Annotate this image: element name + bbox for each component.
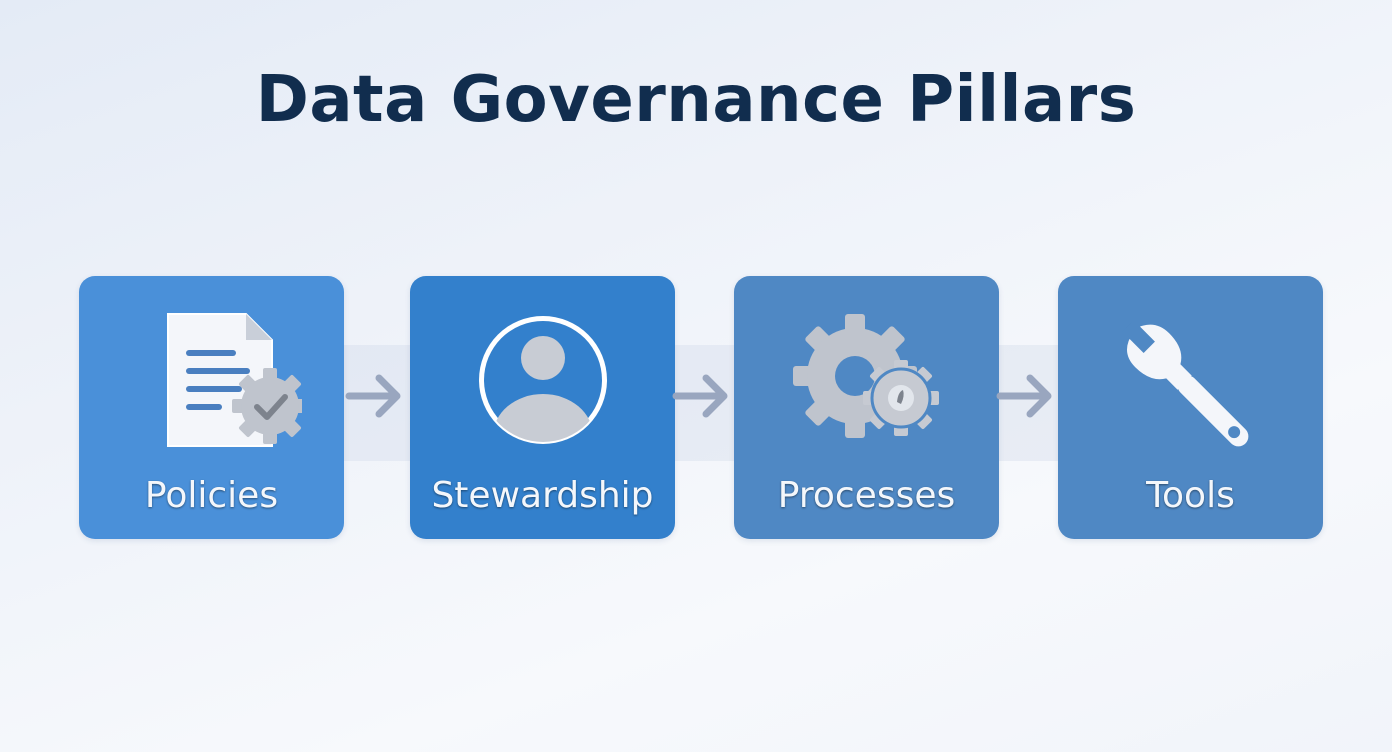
pillar-card-policies: Policies xyxy=(79,276,344,539)
document-gear-check-icon xyxy=(79,304,344,474)
wrench-icon xyxy=(1058,304,1323,474)
arrow-right-icon xyxy=(672,374,728,418)
pillar-label: Policies xyxy=(144,475,279,516)
pillar-label: Stewardship xyxy=(431,475,654,516)
pillar-card-tools: Tools xyxy=(1058,276,1323,539)
connector-track xyxy=(200,345,1200,461)
arrow-right-icon xyxy=(996,374,1052,418)
pillar-card-processes: Processes xyxy=(734,276,999,539)
gears-icon xyxy=(734,304,999,474)
pillar-card-stewardship: Stewardship xyxy=(410,276,675,539)
arrow-right-icon xyxy=(345,374,401,418)
diagram-title: Data Governance Pillars xyxy=(255,63,1137,137)
pillar-label: Processes xyxy=(777,475,956,516)
user-circle-icon xyxy=(410,304,675,474)
pillar-label: Tools xyxy=(1146,475,1235,516)
